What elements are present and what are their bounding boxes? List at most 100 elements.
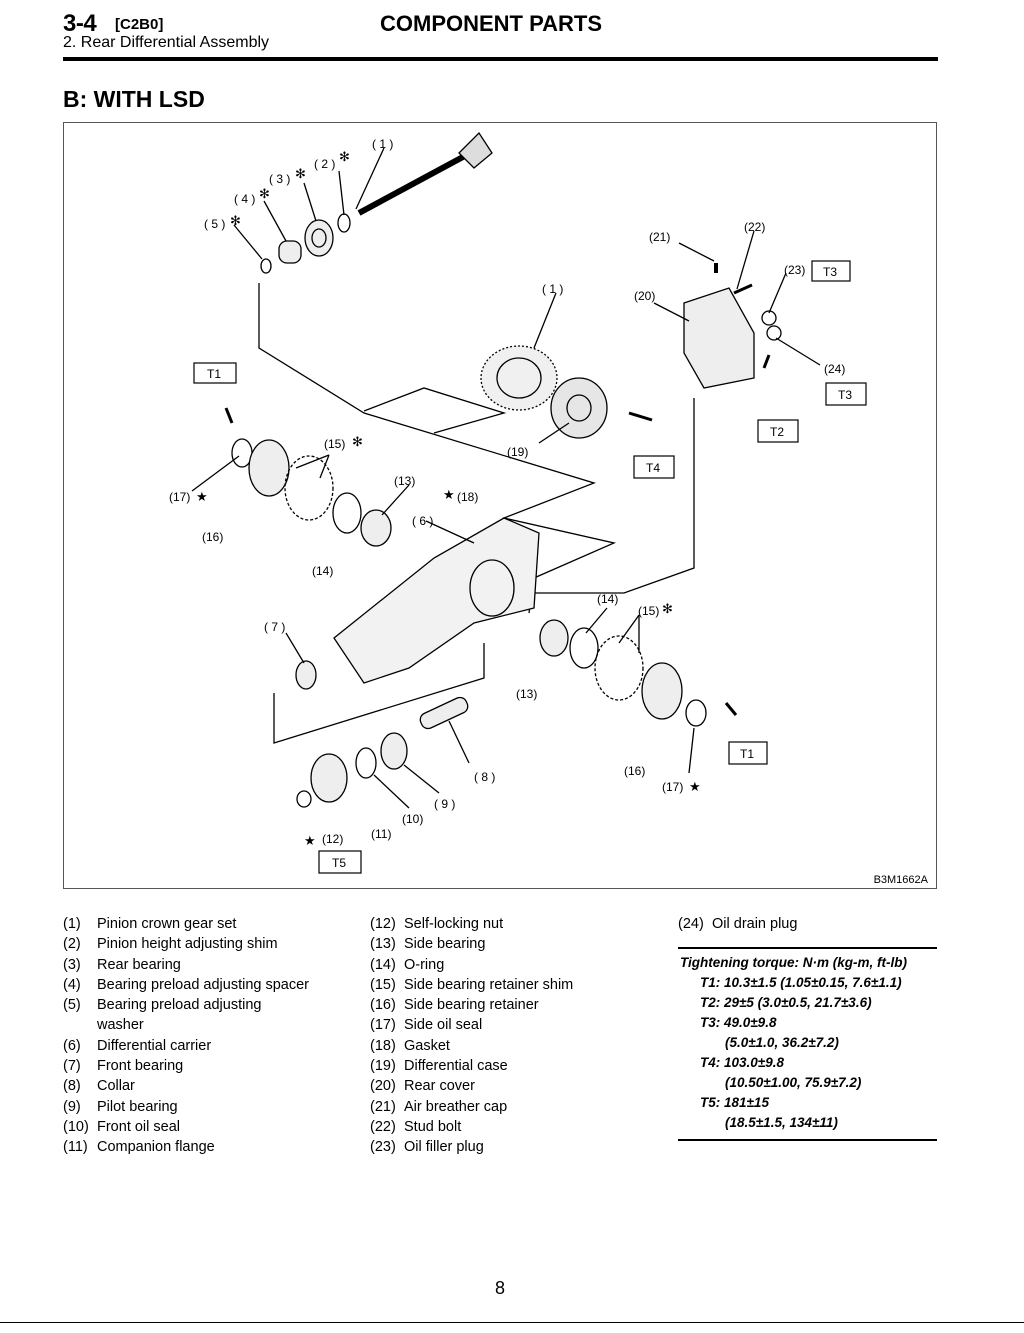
legend-item: (24)Oil drain plug <box>678 916 798 932</box>
torque-tag-label: T1 <box>740 747 754 761</box>
rear-bearing-3 <box>304 219 334 257</box>
legend-item: (17)Side oil seal <box>370 1017 483 1034</box>
side-bearing-left <box>360 509 392 547</box>
legend-item: (22)Stud bolt <box>370 1118 462 1135</box>
asterisk-marker-icon: ✻ <box>662 602 673 617</box>
crown-gear <box>480 345 558 411</box>
guide-line <box>363 387 507 434</box>
legend-item: (1)Pinion crown gear set <box>63 916 237 932</box>
legend-item: (12)Self-locking nut <box>370 916 504 932</box>
legend-item: (15)Side bearing retainer shim <box>370 976 574 993</box>
callout-22: (22) <box>744 220 765 234</box>
bottom-rule <box>0 1322 1024 1323</box>
legend-item: (7)Front bearing <box>63 1058 184 1075</box>
torque-tag-t3-bottom <box>825 382 867 406</box>
star-marker-icon: ★ <box>304 834 316 849</box>
pinion-gear <box>458 131 493 169</box>
callout-23: (23) <box>784 263 805 277</box>
torque-t5: T5: 181±15 (18.5±1.5, 134±11) <box>700 1095 838 1130</box>
torque-t1: T1: 10.3±1.5 (1.05±0.15, 7.6±1.1) <box>700 975 902 990</box>
asterisk-marker-icon: ✻ <box>339 150 350 165</box>
pilot-bearing <box>380 732 408 770</box>
crown-gear-bore <box>496 357 542 399</box>
callout-15b: (15) <box>638 604 659 618</box>
callout-2: ( 2 ) <box>314 157 335 171</box>
side-bearing-retainer-left <box>248 439 290 497</box>
self-locking-nut <box>296 790 312 808</box>
star-marker-icon: ★ <box>689 780 701 795</box>
pinion-shaft <box>357 148 476 216</box>
shim-2 <box>337 213 351 233</box>
legend-item: (19)Differential case <box>370 1058 508 1075</box>
t4-bolt <box>628 411 653 422</box>
torque-t4: T4: 103.0±9.8 (10.50±1.00, 75.9±7.2) <box>700 1055 862 1090</box>
star-marker-icon: ★ <box>196 490 208 505</box>
callout-13b: (13) <box>516 687 537 701</box>
washer-5 <box>260 258 272 274</box>
torque-t3: T3: 49.0±9.8 (5.0±1.0, 36.2±7.2) <box>700 1015 839 1050</box>
legend-item: (9)Pilot bearing <box>63 1098 178 1115</box>
legend-item: (18)Gasket <box>370 1037 450 1054</box>
diagram-svg: ( 1 ) ( 2 ) ( 3 ) ( 4 ) ( 5 ) ( 1 ) (21)… <box>169 131 867 874</box>
collar <box>419 696 469 730</box>
callout-13a: (13) <box>394 474 415 488</box>
legend-item: (10)Front oil seal <box>63 1118 181 1135</box>
asterisk-marker-icon: ✻ <box>352 435 363 450</box>
legend-item: (16)Side bearing retainer <box>370 997 539 1014</box>
companion-flange <box>310 753 348 803</box>
legend-column-3: (24)Oil drain plug <box>678 914 938 934</box>
rear-cover <box>683 287 755 389</box>
torque-tag-t3-top <box>811 260 851 282</box>
callout-5: ( 5 ) <box>204 217 225 231</box>
torque-tag-label: T1 <box>207 367 221 381</box>
legend-item: (8)Collar <box>63 1078 135 1095</box>
callout-20: (20) <box>634 289 655 303</box>
callout-14a: (14) <box>312 564 333 578</box>
page-title: COMPONENT PARTS <box>380 11 603 36</box>
oil-filler-plug <box>761 310 777 326</box>
asterisk-marker-icon: ✻ <box>259 187 270 202</box>
rear-bearing-3-bore <box>311 228 327 248</box>
t1-bolt-right <box>724 702 738 716</box>
callout-6: ( 6 ) <box>412 514 433 528</box>
figure-code: B3M1662A <box>873 874 928 886</box>
callout-19: (19) <box>507 445 528 459</box>
differential-case <box>550 377 608 439</box>
legend-item: (14)O-ring <box>370 956 445 973</box>
torque-tag-label: T3 <box>838 388 852 402</box>
page-subtitle: 2. Rear Differential Assembly <box>63 34 270 51</box>
legend-column-2: (12)Self-locking nut (13)Side bearing (1… <box>370 914 660 1158</box>
legend-item: (21)Air breather cap <box>370 1098 508 1115</box>
retainer-shim-right <box>594 635 644 701</box>
page-number: 8 <box>494 1278 505 1298</box>
callout-21: (21) <box>649 230 670 244</box>
callout-17a: (17) <box>169 490 190 504</box>
callout-1a: ( 1 ) <box>372 137 393 151</box>
side-oil-seal-right <box>685 699 707 727</box>
torque-tag-t2 <box>757 419 799 443</box>
front-oil-seal <box>355 747 377 779</box>
o-ring-right <box>569 627 599 669</box>
torque-tag-t5 <box>318 850 362 874</box>
t2-bolt <box>762 354 771 369</box>
carrier-bore <box>469 559 515 617</box>
callout-7: ( 7 ) <box>264 620 285 634</box>
page-code: 3-4 <box>63 10 97 37</box>
callout-12: (12) <box>322 832 343 846</box>
retainer-shim-left <box>284 455 334 521</box>
callout-17b: (17) <box>662 780 683 794</box>
callout-4: ( 4 ) <box>234 192 255 206</box>
torque-spec-box: Tightening torque: N·m (kg-m, ft-lb) T1:… <box>678 947 937 1141</box>
t1-bolt-left <box>224 407 234 424</box>
torque-heading: Tightening torque: N·m (kg-m, ft-lb) <box>680 955 907 970</box>
torque-tag-label: T2 <box>770 425 784 439</box>
section-title: B: WITH LSD <box>63 86 205 112</box>
legend-item: (3)Rear bearing <box>63 956 181 973</box>
front-bearing <box>295 660 317 690</box>
legend-item: (13)Side bearing <box>370 936 486 953</box>
legend-item: (5)Bearing preload adjusting washer <box>63 997 262 1034</box>
torque-tag-label: T4 <box>646 461 660 475</box>
callout-16b: (16) <box>624 764 645 778</box>
callout-10: (10) <box>402 812 423 826</box>
stud-bolt <box>733 283 753 295</box>
